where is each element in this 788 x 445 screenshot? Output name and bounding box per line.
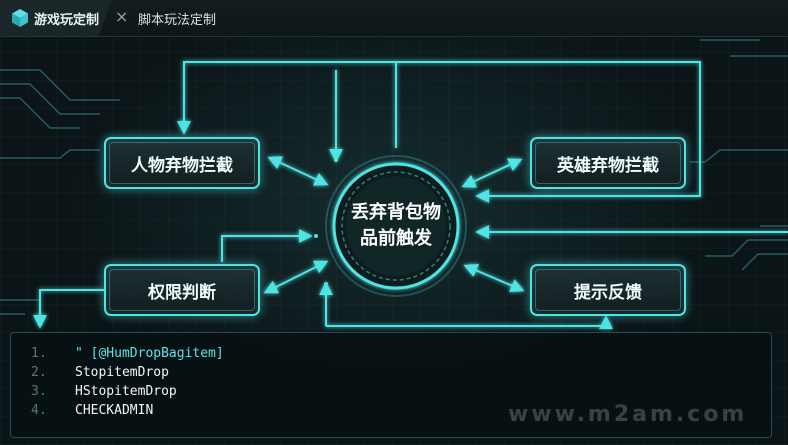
code-text: HStopitemDrop [75, 384, 177, 399]
node-permission-check[interactable]: 权限判断 [104, 264, 260, 316]
node-hero-drop-intercept[interactable]: 英雄弃物拦截 [530, 137, 686, 189]
line-number: 1. [31, 346, 47, 361]
tab-script-custom-label[interactable]: 脚本玩法定制 [138, 13, 217, 28]
center-node-label: 丢弃背包物 品前触发 [336, 200, 456, 252]
node-human-drop-intercept[interactable]: 人物弃物拦截 [104, 137, 260, 189]
code-text: CHECKADMIN [75, 403, 154, 418]
center-node-line1: 丢弃背包物 [351, 202, 441, 223]
line-number: 4. [31, 403, 47, 418]
line-number: 2. [31, 365, 47, 380]
tab-game-custom-label: 游戏玩定制 [34, 13, 100, 28]
line-number: 3. [31, 384, 47, 399]
cube-icon [12, 9, 28, 27]
center-node-line2: 品前触发 [360, 228, 432, 249]
code-text: StopitemDrop [75, 365, 169, 380]
code-panel: 1. " [@HumDropBagitem] 2. StopitemDrop 3… [10, 332, 772, 438]
close-icon[interactable]: × [115, 7, 129, 26]
node-prompt-feedback[interactable]: 提示反馈 [530, 264, 686, 316]
watermark: www.m2am.com [508, 402, 748, 427]
center-node-ring [325, 155, 467, 297]
tab-bar: 游戏玩定制 × 脚本玩法定制 [0, 0, 788, 37]
code-text: " [@HumDropBagitem] [75, 346, 224, 361]
